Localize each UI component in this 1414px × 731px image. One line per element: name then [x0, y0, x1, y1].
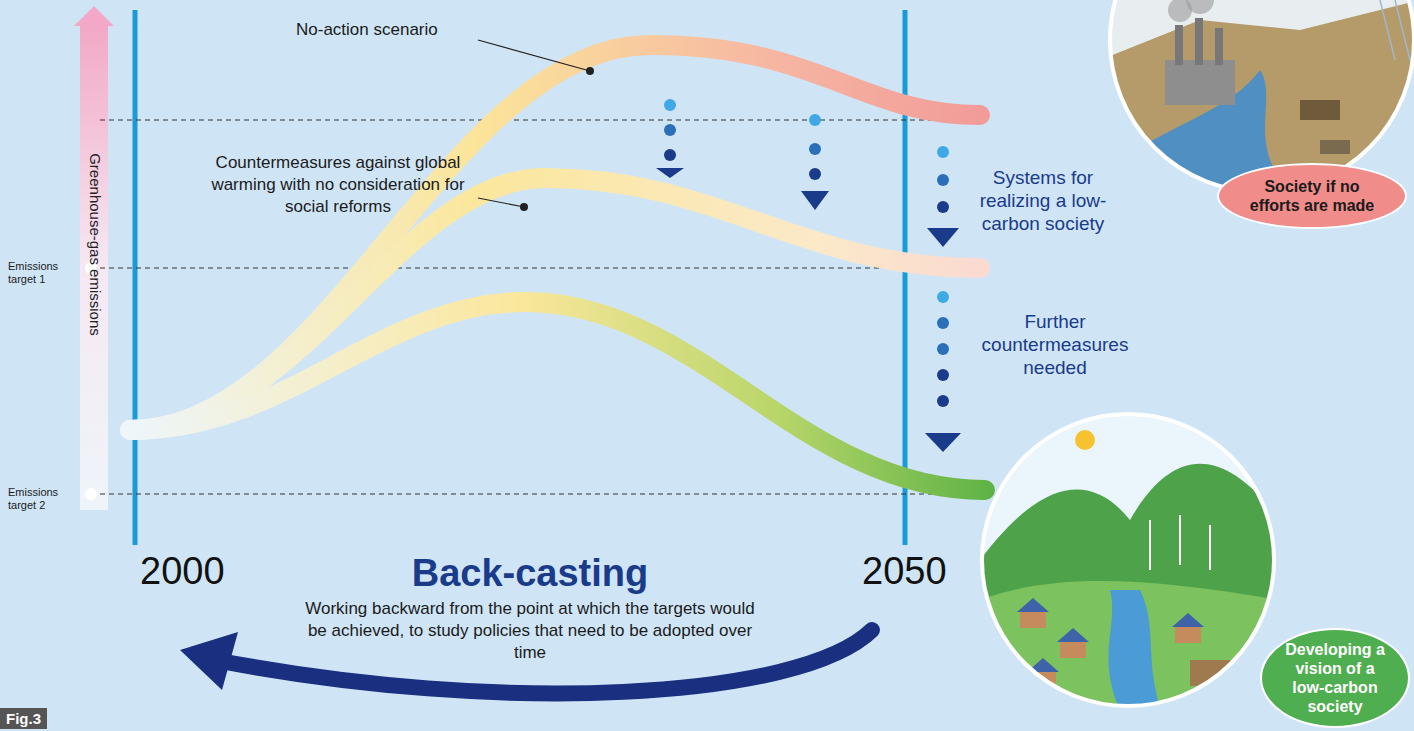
- figure-number: Fig.3: [0, 708, 47, 729]
- note-label: Further countermeasures needed: [975, 310, 1135, 379]
- scenario-label: Countermeasures against global warming w…: [206, 152, 470, 218]
- node-text: Developing a vision of a low-carbon soci…: [1284, 640, 1386, 716]
- vision-ellipse: Developing a vision of a low-carbon soci…: [1260, 628, 1410, 728]
- axis-label: Greenhouse-gas emissions: [87, 5, 104, 485]
- year-label: 2000: [140, 550, 250, 593]
- year-label: 2050: [862, 550, 972, 593]
- diagram-title: Back-casting: [360, 552, 700, 595]
- target-label: Emissions target 2: [8, 486, 70, 512]
- node-text: Society if no efforts are made: [1241, 177, 1383, 215]
- scenario-label: No-action scenario: [296, 20, 476, 40]
- outcome-ellipse: Society if no efforts are made: [1217, 163, 1407, 229]
- note-label: Systems for realizing a low-carbon socie…: [968, 166, 1118, 235]
- description-text: Working backward from the point at which…: [300, 598, 760, 664]
- target-label: Emissions target 1: [8, 260, 70, 286]
